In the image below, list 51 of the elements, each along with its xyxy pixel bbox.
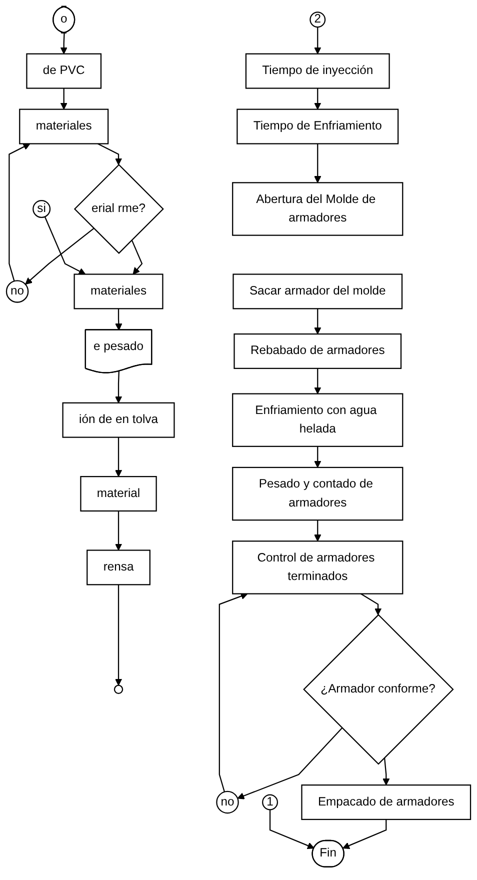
arrow: [131, 240, 143, 275]
arrow: [8, 143, 30, 282]
arrow: [114, 437, 122, 477]
process-box: Enfriamiento con agua helada: [232, 393, 404, 447]
arrow: [360, 593, 382, 616]
arrow: [314, 520, 322, 542]
process-box: Sacar armador del molde: [232, 274, 403, 310]
connector-oval: no: [216, 790, 239, 814]
arrow: [98, 143, 122, 166]
process-box: materiales: [19, 108, 109, 144]
arrow: [115, 308, 122, 330]
process-box: Abertura del Molde de armadores: [232, 182, 404, 236]
terminal-shape: o: [52, 6, 76, 34]
arrow: [314, 308, 322, 334]
process-box: rensa: [86, 550, 150, 586]
arrow: [114, 510, 122, 551]
process-box: Rebabado de armadores: [234, 333, 402, 369]
connector-oval: 2: [310, 12, 326, 28]
process-box: de PVC: [26, 53, 102, 89]
terminal-shape: Fin: [312, 840, 344, 868]
connector-oval: no: [6, 280, 29, 303]
process-box: Empacado de armadores: [301, 784, 472, 820]
arrow: [314, 88, 322, 110]
process-box: Pesado y contado de armadores: [232, 466, 404, 521]
connector-oval: 1: [262, 794, 278, 810]
arrow: [44, 216, 86, 275]
arrow: [314, 27, 322, 54]
arrow: [114, 371, 122, 404]
connector-oval: [114, 684, 124, 694]
decision-diamond: erial rme?: [74, 164, 164, 254]
process-box: material: [80, 476, 157, 512]
arrow: [342, 819, 387, 849]
process-box: Control de armadores terminados: [232, 540, 404, 594]
arrow: [382, 757, 390, 786]
process-box: ión de en tolva: [62, 402, 175, 438]
arrow: [269, 810, 314, 850]
arrow: [114, 584, 122, 686]
arrow: [237, 728, 342, 800]
connector-oval: si: [32, 200, 51, 218]
decision-diamond: ¿Armador conforme?: [303, 614, 454, 765]
arrow: [60, 33, 68, 54]
arrow: [218, 592, 248, 792]
process-box: Tiempo de Enfriamiento: [236, 108, 399, 144]
document-shape: e pesado: [84, 329, 152, 374]
process-box: materiales: [74, 274, 164, 310]
arrow: [314, 446, 322, 468]
process-box: Tiempo de inyección: [245, 53, 390, 89]
arrow: [314, 144, 322, 183]
arrow: [314, 368, 322, 394]
arrow: [60, 88, 68, 110]
arrow: [25, 228, 94, 285]
